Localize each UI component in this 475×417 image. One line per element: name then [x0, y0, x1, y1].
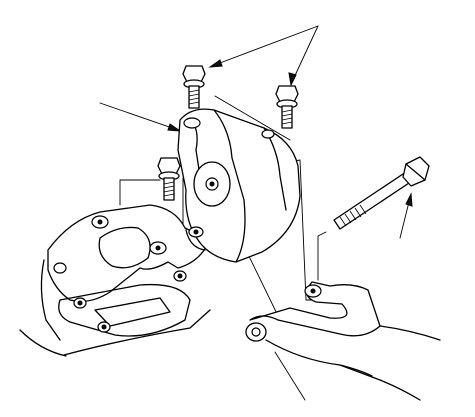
frame-bracket	[19, 204, 211, 357]
lower-arm	[245, 281, 441, 401]
bolt-top-left	[182, 65, 206, 109]
callout-leaders	[99, 25, 413, 401]
callout-leader-lower-bolt	[274, 351, 306, 401]
through-bolt	[333, 156, 430, 230]
callout-leader-top-left-bolt	[211, 25, 319, 67]
engine-mount	[177, 108, 301, 263]
callout-leader-mount-bracket	[99, 102, 179, 131]
bolt-left	[157, 157, 181, 201]
bolt-top-right	[275, 85, 299, 129]
callout-leader-top-right-bolt	[291, 25, 319, 83]
